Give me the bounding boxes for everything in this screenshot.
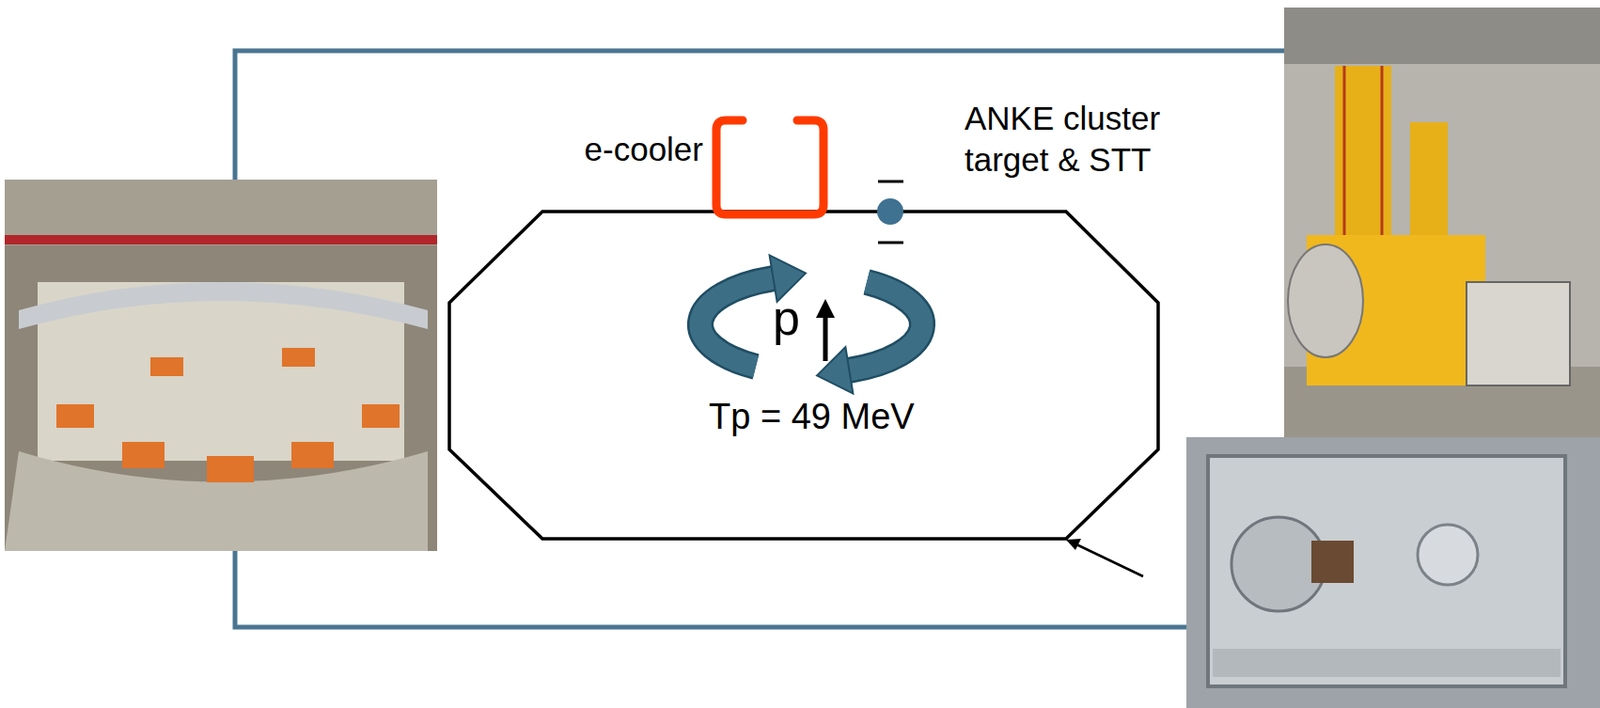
component-label: ANKE cluster target & STT <box>964 97 1200 181</box>
circulation-arrows <box>700 254 923 393</box>
energy-label: Tp = 49 MeV <box>708 394 915 440</box>
anke-photo <box>1284 7 1600 440</box>
particle-label: p <box>772 287 800 349</box>
storage-ring <box>449 211 1159 539</box>
target-dot <box>877 198 904 225</box>
dash <box>878 180 904 184</box>
spin-arrow <box>815 298 835 361</box>
pointer-arrow <box>1066 538 1144 577</box>
component-label: e-cooler <box>584 128 704 171</box>
hall-photo <box>4 179 438 551</box>
dash <box>878 241 904 245</box>
e-cooler-symbol <box>716 120 824 215</box>
stt-photo <box>1186 437 1600 708</box>
